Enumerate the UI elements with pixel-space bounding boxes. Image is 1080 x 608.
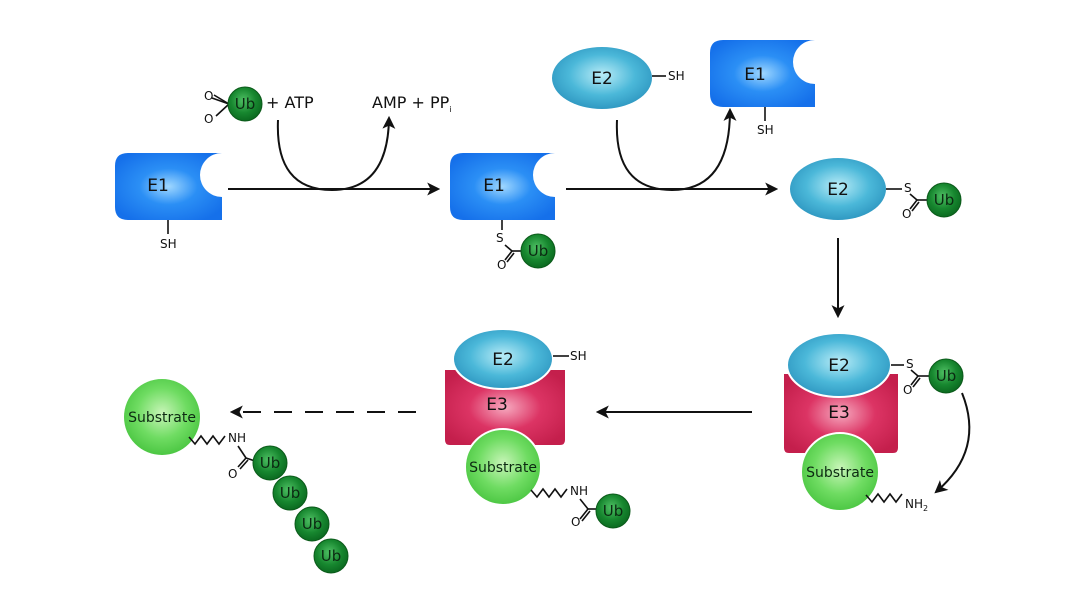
sulfur-label: S xyxy=(496,231,504,245)
ub-label: Ub xyxy=(934,191,955,209)
ub-label: Ub xyxy=(235,95,256,113)
ub-label: Ub xyxy=(321,547,342,565)
substrate-shape xyxy=(800,432,880,512)
e2-label: E2 xyxy=(492,350,514,370)
e1-shape xyxy=(115,153,222,220)
oxygen-atom: O xyxy=(497,258,506,272)
ubiquitin-icon xyxy=(272,475,308,511)
ub-label: Ub xyxy=(603,502,624,520)
e2-shape xyxy=(552,47,652,109)
oxygen-atom: O xyxy=(571,515,580,529)
free-ubiquitin-carboxylate: O O Ub + ATP xyxy=(204,86,314,126)
substrate-shape xyxy=(464,428,542,506)
ub-label: Ub xyxy=(302,515,323,533)
ub-label: Ub xyxy=(260,454,281,472)
oxygen-atom: O xyxy=(228,467,237,481)
e2-shape xyxy=(452,328,554,390)
substrate-label: Substrate xyxy=(128,410,196,426)
e3-shape xyxy=(784,374,898,453)
e1-shape xyxy=(450,153,555,220)
amide-nh-label: NH xyxy=(228,431,246,445)
e3-complex-loaded: E3 E2 S O Ub Substrate NH2 xyxy=(784,332,964,513)
e1-enzyme-free: E1 SH xyxy=(115,153,222,251)
transfer-arrow xyxy=(615,107,737,192)
sulfur-label: S xyxy=(906,357,914,371)
atp-label: + ATP xyxy=(266,93,314,112)
e1-label: E1 xyxy=(483,176,505,196)
thiol-label: SH xyxy=(570,349,587,363)
ubiquitin-icon xyxy=(313,538,349,574)
e1-enzyme-released: E1 SH xyxy=(710,40,815,137)
e2-label: E2 xyxy=(827,180,849,200)
ub-label: Ub xyxy=(936,367,957,385)
amine-label: NH2 xyxy=(905,497,928,513)
amide-nh-label: NH xyxy=(570,484,588,498)
amp-ppi-products: AMP + PPi xyxy=(372,93,452,114)
ubiquitin-icon xyxy=(926,182,962,218)
ubiquitin-icon xyxy=(252,445,288,481)
e1-shape xyxy=(710,40,815,107)
substrate-label: Substrate xyxy=(806,465,874,481)
amp-ppi-label: AMP + PPi xyxy=(372,93,452,114)
oxygen-atom: O xyxy=(204,112,213,126)
e3-shape xyxy=(445,370,565,445)
polyubiquitinated-substrate: Substrate NH O Ub Ub Ub Ub xyxy=(124,379,349,574)
ub-label: Ub xyxy=(528,242,549,260)
ubiquitin-icon xyxy=(928,358,964,394)
oxygen-atom: O xyxy=(903,383,912,397)
sulfur-label: S xyxy=(904,181,912,195)
e1-ubiquitin-thioester: E1 S O Ub xyxy=(450,153,556,272)
ubiquitin-icon xyxy=(595,493,631,529)
e1-label: E1 xyxy=(744,65,766,85)
atp-activation-arrow xyxy=(276,115,396,192)
thiol-label: SH xyxy=(757,123,774,137)
oxygen-atom: O xyxy=(902,207,911,221)
e2-enzyme-free: E2 SH xyxy=(552,47,685,109)
substrate-shape xyxy=(124,379,200,455)
e3-label: E3 xyxy=(828,403,850,423)
thiol-label: SH xyxy=(668,69,685,83)
e3-complex-ubiquitinated: E3 E2 SH Substrate NH O Ub xyxy=(445,328,631,529)
e1-label: E1 xyxy=(147,176,169,196)
ubiquitin-icon xyxy=(520,233,556,269)
nucleophilic-attack-arrow xyxy=(934,392,971,494)
ubiquitin-icon xyxy=(294,506,330,542)
ubiquitin-icon xyxy=(227,86,263,122)
e2-ubiquitin-thioester: E2 S O Ub xyxy=(790,158,962,221)
e2-label: E2 xyxy=(828,356,850,376)
oxygen-atom: O xyxy=(204,89,213,103)
thiol-label: SH xyxy=(160,237,177,251)
e2-shape xyxy=(790,158,886,220)
substrate-label: Substrate xyxy=(469,460,537,476)
e2-label: E2 xyxy=(591,69,613,89)
ub-label: Ub xyxy=(280,484,301,502)
e3-label: E3 xyxy=(486,395,508,415)
